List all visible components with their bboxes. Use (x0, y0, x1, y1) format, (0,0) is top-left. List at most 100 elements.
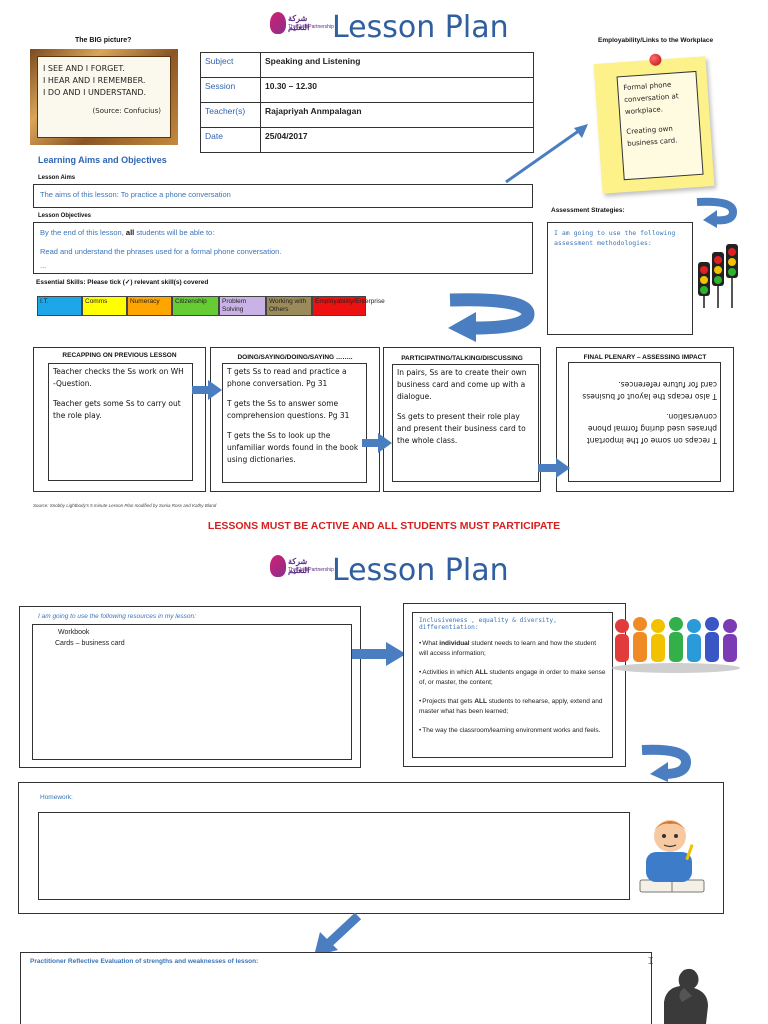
employability-heading: Employability/Links to the Workplace (598, 37, 714, 44)
reflective-box (20, 952, 652, 1024)
skill-it[interactable]: I.T. (37, 296, 82, 316)
assessment-text: I am going to use the following assessme… (554, 229, 676, 247)
stage-doing-text: T gets Ss to read and practice a phone c… (227, 366, 364, 474)
stage-participating-para-2: Ss gets to present their role play and p… (397, 412, 526, 445)
stage-doing-para-1: T gets Ss to read and practice a phone c… (227, 367, 347, 388)
date-label: Date (200, 127, 261, 153)
teacher-label: Teacher(s) (200, 102, 261, 128)
list-item: What individual student needs to learn a… (419, 639, 606, 659)
studying-child-icon (639, 820, 705, 893)
resource-item-1: Workbook (58, 629, 90, 636)
list-item: Activities in which ALL students engage … (419, 668, 606, 688)
page-title: Lesson Plan (332, 10, 509, 45)
curved-arrow-2-icon (641, 744, 692, 782)
lesson-objectives-label: Lesson Objectives (38, 213, 92, 219)
partnership-logo-2: شركة التعليم TheSkillsPartnership (270, 553, 334, 581)
logo-swirl-icon (270, 12, 286, 34)
list-item: The way the classroom/learning environme… (419, 726, 606, 736)
skill-citizenship[interactable]: Citizenship (172, 296, 219, 316)
skill-employability[interactable]: Employability/Enterprise (312, 296, 385, 316)
big-picture-heading: The BIG picture? (75, 37, 132, 44)
subject-label: Subject (200, 52, 261, 78)
quote-line-2: I HEAR AND I REMEMBER. (43, 76, 146, 85)
assessment-box: I am going to use the following assessme… (547, 222, 693, 335)
arrow-to-inclusiveness-icon (352, 642, 406, 666)
objectives-bold: all (125, 228, 135, 237)
quote-line-1: I SEE AND I FORGET. (43, 64, 125, 73)
teacher-value: Rajapriyah Anmpalagan (260, 102, 534, 128)
learning-aims-heading: Learning Aims and Objectives (38, 155, 167, 165)
stage-doing-inner (222, 363, 367, 483)
quote-source: (Source: Confucius) (92, 107, 161, 115)
thinker-statue-icon (664, 968, 708, 1024)
lesson-objectives-line-3: ... (40, 261, 47, 270)
table-row: Teacher(s) Rajapriyah Anmpalagan (200, 102, 534, 128)
skill-comms[interactable]: Comms (82, 296, 127, 316)
employability-line-2: Creating own business card. (626, 124, 678, 148)
resource-item-2: Cards – business card (55, 640, 125, 647)
arrow-to-employability-icon (505, 124, 588, 184)
stage-plenary-title: FINAL PLENARY – ASSESSING IMPACT (583, 354, 707, 361)
skill-working-with-others[interactable]: Working with Others (266, 296, 312, 316)
diverse-people-icon (612, 617, 740, 673)
lesson-objectives-line-2: Read and understand the phrases used for… (40, 247, 282, 256)
reflective-heading: Practitioner Reflective Evaluation of st… (30, 958, 259, 965)
stage-recapping-text: Teacher checks the Ss work on WH -Questi… (53, 366, 189, 430)
banner-text: LESSONS MUST BE ACTIVE AND ALL STUDENTS … (207, 520, 561, 532)
table-row: Date 25/04/2017 (200, 127, 534, 153)
essential-skills-heading: Essential Skills: Please tick (✓) releva… (36, 279, 209, 286)
lesson-aims-text: The aims of this lesson: To practice a p… (40, 190, 231, 199)
logo-arabic-text: شركة التعليم (288, 557, 310, 575)
logo-swirl-icon (270, 555, 286, 577)
date-value: 25/04/2017 (260, 127, 534, 153)
list-item: Projects that gets ALL students to rehea… (419, 697, 606, 717)
stage-participating-inner (392, 364, 539, 482)
lesson-objectives-box: By the end of this lesson, all students … (33, 222, 533, 274)
homework-heading: Homework: (40, 794, 73, 801)
quote-line-3: I DO AND I UNDERSTAND. (43, 88, 147, 97)
big-picture-frame: I SEE AND I FORGET. I HEAR AND I REMEMBE… (30, 49, 178, 145)
session-value: 10.30 – 12.30 (260, 77, 534, 103)
stage-recapping-para-2: Teacher gets some Ss to carry out the ro… (53, 399, 181, 420)
table-row: Session 10.30 – 12.30 (200, 77, 534, 103)
big-picture-board: I SEE AND I FORGET. I HEAR AND I REMEMBE… (37, 56, 171, 138)
source-note: Source: Snobby Lightbody's 5 minute Less… (33, 503, 217, 508)
stage-participating-para-1: In pairs, Ss are to create their own bus… (397, 368, 527, 401)
curved-arrow-icon (696, 197, 738, 228)
stage-plenary-para-2: T also recaps the layout of business car… (582, 380, 717, 401)
stage-doing-para-3: T gets the Ss to look up the unfamiliar … (227, 431, 359, 464)
stage-arrow-3-icon (538, 458, 570, 478)
lesson-info-table: Subject Speaking and Listening Session 1… (200, 52, 534, 153)
inclusiveness-list: What individual student needs to learn a… (419, 639, 606, 736)
stage-doing-para-2: T gets the Ss to answer some comprehensi… (227, 399, 350, 420)
lesson-aims-box: The aims of this lesson: To practice a p… (33, 184, 533, 208)
assessment-heading: Assessment Strategies: (551, 207, 625, 214)
reflective-marker-icon: ⌶ (648, 956, 654, 966)
pushpin-icon (649, 53, 662, 67)
resources-heading: I am going to use the following resource… (38, 613, 196, 620)
homework-inner (38, 812, 630, 900)
arrow-to-reflective-icon (314, 912, 362, 956)
page-title-2: Lesson Plan (332, 553, 509, 588)
stage-participating-text: In pairs, Ss are to create their own bus… (397, 367, 536, 455)
logo-arabic-text: شركة التعليم (288, 14, 310, 32)
sticky-note: Formal phone conversation at workplace. … (593, 53, 715, 194)
logo-latin-text: TheSkillsPartnership (288, 567, 334, 573)
skill-problem-solving[interactable]: Problem Solving (219, 296, 266, 316)
subject-value: Speaking and Listening (260, 52, 534, 78)
stage-plenary-inner (568, 362, 721, 482)
inclusiveness-inner: Inclusiveness , equality & diversity, di… (412, 612, 613, 758)
traffic-lights-icon (698, 244, 738, 308)
inclusiveness-heading: Inclusiveness , equality & diversity, di… (419, 617, 557, 631)
lesson-objectives-line-1: By the end of this lesson, all students … (40, 228, 526, 237)
stage-participating-title: PARTICIPATING/TALKING/DISCUSSING (401, 355, 523, 362)
table-row: Subject Speaking and Listening (200, 52, 534, 78)
employability-line-1: Formal phone conversation at workplace. (623, 80, 679, 116)
stage-arrow-2-icon (362, 433, 392, 453)
skill-numeracy[interactable]: Numeracy (127, 296, 172, 316)
u-turn-arrow-icon (448, 293, 535, 342)
stage-doing-title: DOING/SAYING/DOING/SAYING …….. (237, 354, 353, 361)
objectives-post: students will be able to: (136, 228, 215, 237)
objectives-pre: By the end of this lesson, (40, 228, 124, 237)
stage-plenary-para-1: T recaps on some of the important phrase… (586, 412, 717, 445)
